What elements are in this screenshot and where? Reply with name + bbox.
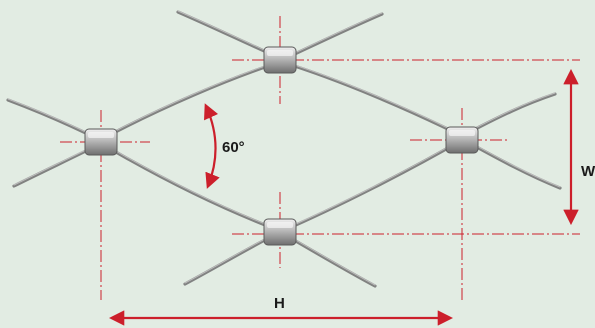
- height-label: H: [274, 295, 285, 312]
- dimension-lines: [60, 16, 580, 300]
- cable-top-to-right: [280, 60, 464, 138]
- ferrules: [84, 46, 479, 246]
- angle-label: 60°: [222, 139, 245, 156]
- ferrule-left: [84, 128, 118, 156]
- cable-right-to-bottom: [278, 138, 464, 234]
- ferrule-top: [263, 46, 297, 74]
- ferrule-bottom: [263, 218, 297, 246]
- cable-top-to-left: [98, 60, 282, 142]
- cable-left-to-bottom: [100, 142, 280, 232]
- width-label: W: [581, 163, 595, 180]
- angle-arrow: [204, 103, 220, 189]
- ferrule-right: [445, 126, 479, 154]
- cable-top-right-upper: [280, 12, 384, 62]
